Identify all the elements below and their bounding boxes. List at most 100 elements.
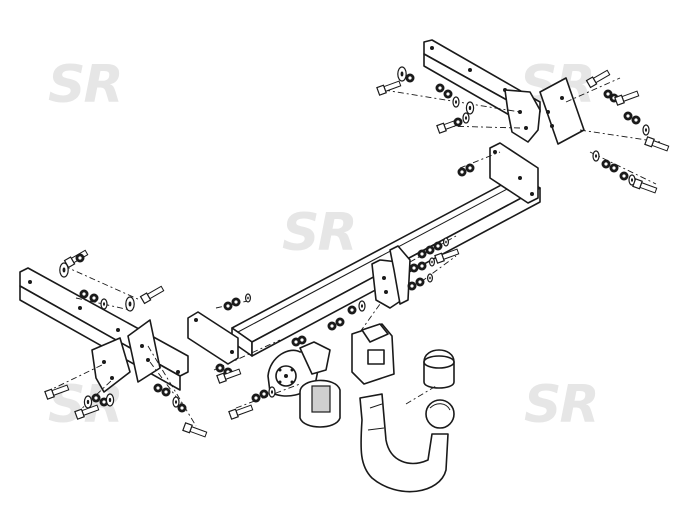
socket-bracket: [299, 341, 331, 375]
bolt-head: [632, 178, 643, 190]
bolt: [216, 368, 242, 384]
bolt: [434, 248, 460, 264]
nut-hole: [634, 118, 638, 122]
beam-right-end-plate: [489, 142, 539, 204]
nut-hole: [420, 252, 424, 256]
washer-hole: [645, 128, 647, 132]
washer-hole: [431, 260, 433, 264]
bolt: [44, 384, 70, 400]
nut-hole: [606, 92, 610, 96]
bolt: [585, 69, 611, 89]
washer-hole: [175, 400, 177, 404]
washer-hole: [86, 399, 90, 405]
nut-hole: [410, 284, 414, 288]
watermark-logo: SR: [282, 203, 356, 263]
bolt-head: [182, 422, 193, 434]
nut-hole: [436, 244, 440, 248]
nut-hole: [612, 166, 616, 170]
bolt: [228, 404, 254, 420]
fastener-group: [44, 66, 670, 438]
nut-hole: [438, 86, 442, 90]
nut-hole: [456, 120, 460, 124]
bolt-shank: [146, 285, 165, 300]
washer-hole: [108, 397, 112, 403]
nut-hole: [92, 296, 96, 300]
bolt-head: [44, 388, 55, 400]
socket-cover: [299, 379, 341, 428]
bolt-head: [585, 76, 598, 89]
bolt-head: [74, 408, 85, 420]
washer-hole: [62, 267, 66, 273]
nut-hole: [622, 174, 626, 178]
washer-hole: [595, 154, 597, 158]
nut-hole: [412, 266, 416, 270]
nut-hole: [408, 76, 412, 80]
nut-hole: [218, 366, 222, 370]
nut-hole: [420, 264, 424, 268]
bolt-head: [228, 408, 239, 420]
nut-hole: [82, 292, 86, 296]
washer-hole: [429, 276, 431, 280]
washer-hole: [247, 296, 249, 300]
bolt: [139, 285, 165, 305]
washer-hole: [400, 71, 404, 77]
nut-hole: [156, 386, 160, 390]
watermark-logo: SR: [524, 375, 598, 435]
bolt-shank: [189, 426, 208, 438]
bolt-head: [644, 136, 655, 148]
bolt: [632, 178, 658, 194]
left-side-arm: [19, 267, 189, 393]
washer-hole: [631, 178, 633, 182]
washer-hole: [455, 100, 457, 104]
bolt: [436, 118, 462, 134]
nut-hole: [294, 340, 298, 344]
nut-hole: [102, 400, 106, 404]
ball-cover-cap: [423, 349, 455, 389]
nut-hole: [350, 308, 354, 312]
nut-hole: [164, 390, 168, 394]
bolt-shank: [621, 90, 640, 102]
nut-hole: [254, 396, 258, 400]
nut-hole: [626, 114, 630, 118]
washer-hole: [128, 301, 132, 307]
nut-hole: [300, 338, 304, 342]
central-mounting-bracket: [371, 245, 411, 309]
washer-hole: [271, 390, 273, 394]
bolt: [74, 404, 100, 420]
bolt-head: [139, 292, 152, 305]
bolt-head: [434, 252, 445, 264]
washer-hole: [465, 116, 467, 120]
nut-hole: [330, 324, 334, 328]
bolt-shank: [383, 80, 402, 92]
bolt: [376, 80, 402, 96]
nut-hole: [428, 248, 432, 252]
nut-hole: [460, 170, 464, 174]
nut-hole: [446, 92, 450, 96]
bolt-shank: [651, 140, 670, 152]
washer-hole: [361, 304, 363, 308]
nut-hole: [418, 280, 422, 284]
nut-hole: [180, 406, 184, 410]
tow-ball-neck: [359, 393, 455, 493]
washer-hole: [103, 302, 105, 306]
beam-left-end-plate: [187, 311, 239, 365]
bolt-shank: [639, 182, 658, 194]
nut-hole: [78, 256, 82, 260]
bolt-head: [436, 122, 447, 134]
bolt: [614, 90, 640, 106]
bolt: [182, 422, 208, 438]
socket-housing: [351, 323, 395, 385]
watermark-logo: SR: [48, 55, 122, 115]
washer-hole: [468, 105, 472, 111]
bolt-head: [614, 94, 625, 106]
washer-hole: [445, 240, 447, 244]
nut-hole: [226, 304, 230, 308]
nut-hole: [94, 396, 98, 400]
bolt-head: [216, 372, 227, 384]
bolt-shank: [592, 69, 611, 84]
nut-hole: [604, 162, 608, 166]
nut-hole: [468, 166, 472, 170]
nut-hole: [234, 300, 238, 304]
bolt: [644, 136, 670, 152]
